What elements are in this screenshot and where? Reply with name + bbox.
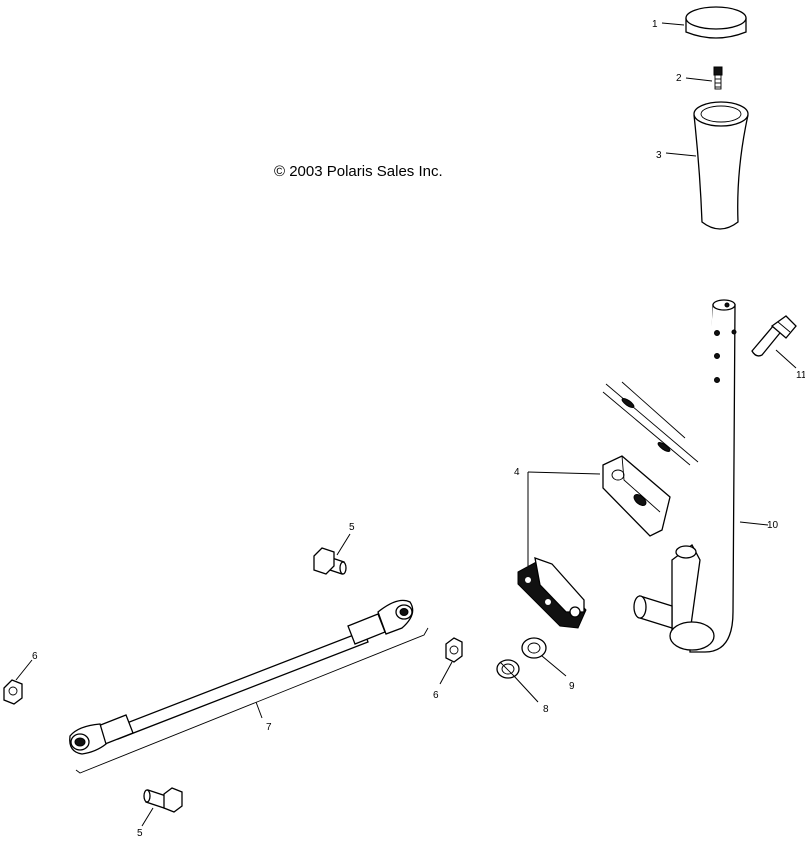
dimension-bracket-7: [75, 627, 429, 774]
hex-nut-center: [445, 637, 463, 663]
flange-bolt-lower: [143, 787, 183, 813]
copyright-text: © 2003 Polaris Sales Inc.: [274, 163, 443, 180]
callout-7: 7: [266, 722, 272, 733]
set-screw: [713, 66, 723, 90]
hex-nut-left: [3, 679, 23, 705]
callout-6b: 6: [433, 690, 439, 701]
callout-4: 4: [514, 467, 520, 478]
leader-line-7: [255, 701, 263, 719]
lever-clamp-upper: [602, 455, 671, 537]
callout-10: 10: [767, 520, 779, 531]
callout-2: 2: [676, 73, 682, 84]
leader-line-4a: [527, 471, 601, 475]
lever-clamp-lower: [517, 557, 587, 629]
callout-1: 1: [652, 19, 658, 30]
knob-cap: [685, 6, 747, 39]
callout-8: 8: [543, 704, 549, 715]
shift-lever: [633, 299, 737, 653]
flat-washer: [521, 637, 547, 659]
flange-bolt-middle: [313, 547, 347, 575]
leader-line-1: [661, 22, 685, 26]
callout-3: 3: [656, 150, 662, 161]
callout-11: 11: [796, 370, 805, 381]
leader-line-6a: [15, 659, 33, 681]
leader-line-10: [739, 521, 769, 526]
leader-line-3: [665, 152, 697, 157]
leader-line-9: [541, 655, 567, 677]
leader-line-6b: [439, 661, 453, 685]
flange-bolt-upper: [751, 315, 797, 357]
leader-line-2: [685, 77, 713, 82]
callout-9: 9: [569, 681, 575, 692]
mounting-plate-edge: [602, 381, 699, 466]
leader-line-5b: [141, 807, 154, 827]
leader-line-11: [775, 349, 797, 369]
callout-5a: 5: [349, 522, 355, 533]
callout-6a: 6: [32, 651, 38, 662]
shift-grip: [693, 101, 749, 230]
leader-line-8: [513, 675, 539, 703]
spring-washer: [496, 659, 520, 679]
leader-line-5a: [336, 533, 351, 556]
callout-5b: 5: [137, 828, 143, 838]
linkage-rod: [69, 599, 414, 755]
